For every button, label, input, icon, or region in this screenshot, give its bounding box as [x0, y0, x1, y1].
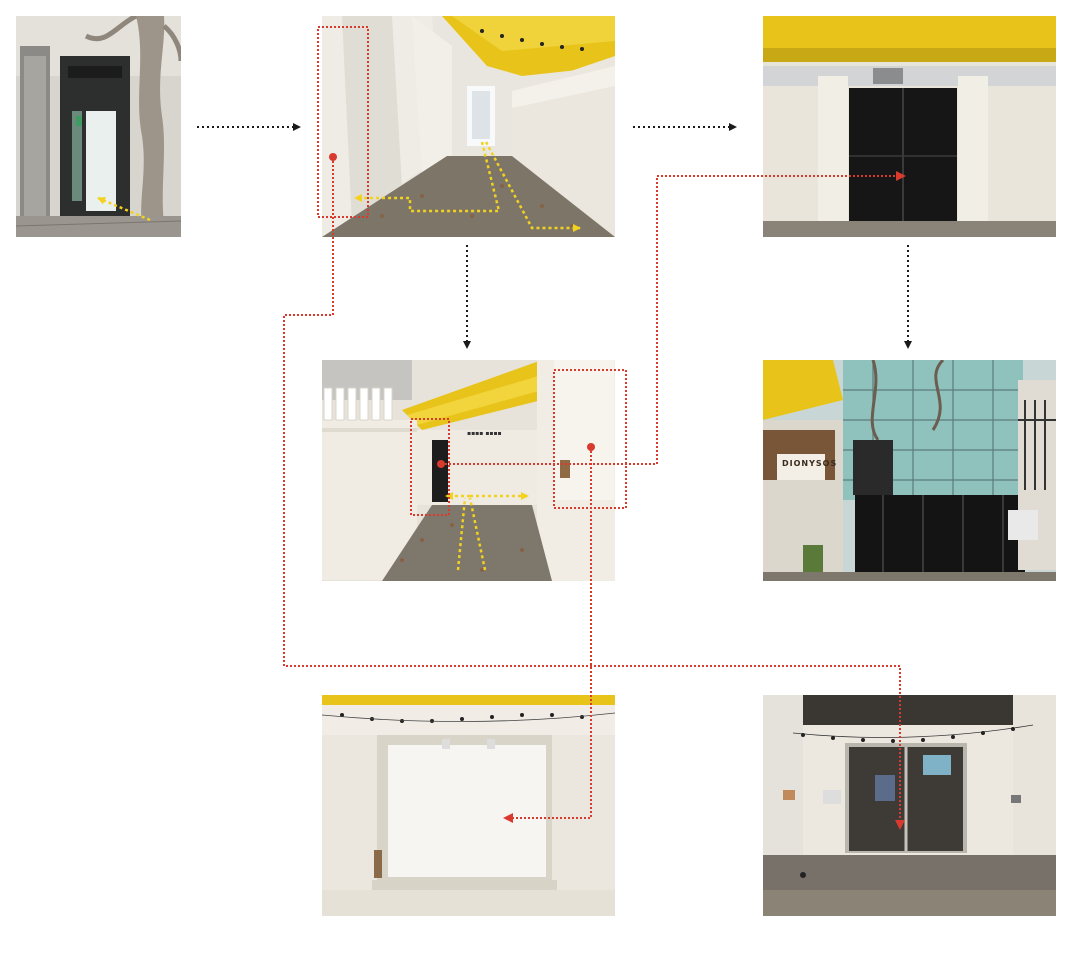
photo-glass-door-entrance — [763, 695, 1056, 916]
photo-long-corridor — [322, 16, 615, 237]
photo-street-entrance — [16, 16, 181, 237]
photo-greenhouse-sign: DIONYSOS — [763, 360, 1056, 581]
photo-white-recessed-wall — [322, 695, 615, 916]
photo-black-gate — [763, 16, 1056, 237]
dionysos-sign: DIONYSOS — [782, 459, 838, 468]
photo-courtyard-corner: ▪▪▪▪ ▪▪▪▪ — [322, 360, 615, 581]
corridor-wall-sign: ▪▪▪▪ ▪▪▪▪ — [467, 430, 502, 437]
